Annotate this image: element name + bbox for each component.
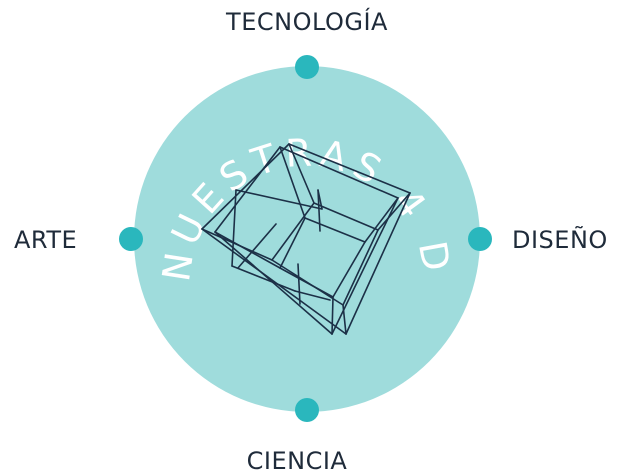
node-right xyxy=(468,227,492,251)
node-top xyxy=(295,55,319,79)
node-bottom xyxy=(295,398,319,422)
label-ciencia: CIENCIA xyxy=(247,447,348,475)
label-arte: ARTE xyxy=(14,226,77,254)
tesseract-icon xyxy=(201,143,411,335)
label-tecnologia: TECNOLOGÍA xyxy=(225,7,388,36)
dimensions-circle xyxy=(134,66,480,412)
node-left xyxy=(119,227,143,251)
label-diseno: DISEÑO xyxy=(512,224,608,254)
